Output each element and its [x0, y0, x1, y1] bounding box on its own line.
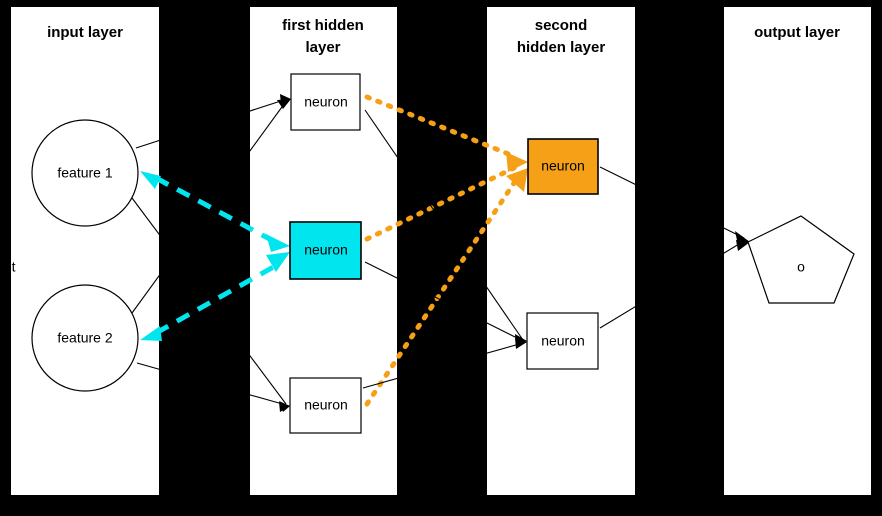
hidden1-neuron-bottom-box [289, 377, 362, 434]
hidden1-neuron-middle-box [289, 221, 362, 280]
node-feature-1[interactable]: feature 1 [31, 119, 139, 227]
edge-hidden1-middle-orange-neuron [364, 164, 519, 242]
edge-group-hidden1-to-orange-neuron [364, 94, 528, 407]
arrowhead-orange-into-neuron-lower [506, 168, 528, 192]
arrowhead-cyan-into-neuron-lower [266, 252, 290, 272]
edge-group-hidden1-to-hidden2-bottom [362, 109, 527, 389]
edge-feature1-hidden1-top [135, 98, 288, 149]
panel-background-input-layer [11, 7, 159, 495]
panel-input-layer[interactable]: input layer [11, 7, 159, 495]
edge-group-input-to-cyan-neuron [140, 171, 290, 341]
arrowhead-cyan-toward-feature1 [140, 171, 161, 189]
hidden1-neuron-top-box [290, 73, 361, 131]
edge-hidden1-top-hidden2-bottom [364, 109, 524, 341]
edge-hidden1-bottom-hidden2-bottom [362, 342, 524, 389]
feature-2-label: feature 2 [57, 330, 112, 346]
hidden1-neuron-middle-label: neuron [304, 242, 348, 258]
node-hidden2-neuron-bottom[interactable]: neuron [526, 312, 599, 370]
arrowhead-output-b [736, 240, 750, 251]
hidden2-neuron-top-label: neuron [541, 158, 585, 174]
edge-hidden1-bottom-orange-neuron [364, 174, 521, 407]
arrowhead-feature2-hidden1-bottom [279, 402, 290, 412]
feature-1-label: feature 1 [57, 165, 112, 181]
hidden1-neuron-top-label: neuron [304, 94, 348, 110]
arrowhead-hidden2-bottom-b [515, 338, 527, 349]
panel-title-input-layer: input layer [47, 24, 123, 41]
arrowhead-cyan-toward-feature2 [140, 326, 162, 341]
edge-hidden2-bottom-output [599, 240, 745, 329]
node-hidden2-neuron-top[interactable]: neuron [527, 138, 599, 195]
node-feature-2[interactable]: feature 2 [31, 284, 139, 392]
panel-title-second-hidden-layer-line1: second [535, 17, 588, 34]
node-hidden1-neuron-top[interactable]: neuron [290, 73, 361, 131]
output-pentagon [747, 215, 855, 304]
hidden2-neuron-bottom-box [526, 312, 599, 370]
node-hidden1-neuron-middle[interactable]: neuron [289, 221, 362, 280]
hidden2-neuron-bottom-label: neuron [541, 333, 585, 349]
panel-title-second-hidden-layer-line2: hidden layer [517, 39, 606, 56]
arrowhead-orange-into-neuron-upper [506, 152, 528, 172]
panel-background-second-hidden-layer [487, 7, 635, 495]
arrowhead-cyan-into-neuron-upper [266, 234, 290, 252]
panel-title-output-layer: output layer [754, 24, 840, 41]
hidden1-neuron-bottom-label: neuron [304, 397, 348, 413]
edge-hidden1-middle-hidden2-bottom [364, 261, 524, 342]
edge-hidden1-top-orange-neuron [364, 94, 519, 160]
edge-group-hidden2-to-output [599, 166, 750, 329]
arrowhead-feature2-hidden1-top [277, 99, 291, 109]
panel-title-first-hidden-layer-line1: first hidden [282, 17, 364, 34]
panel-second-hidden-layer[interactable]: second hidden layer [487, 7, 635, 495]
edge-feature2-hidden1-bottom [136, 362, 287, 406]
hidden2-neuron-top-box [527, 138, 599, 195]
edge-hidden2-top-output [599, 166, 745, 239]
node-hidden1-neuron-bottom[interactable]: neuron [289, 377, 362, 434]
feature-2-circle [31, 284, 139, 392]
feature-1-circle [31, 119, 139, 227]
panel-title-first-hidden-layer-line2: layer [305, 39, 340, 56]
